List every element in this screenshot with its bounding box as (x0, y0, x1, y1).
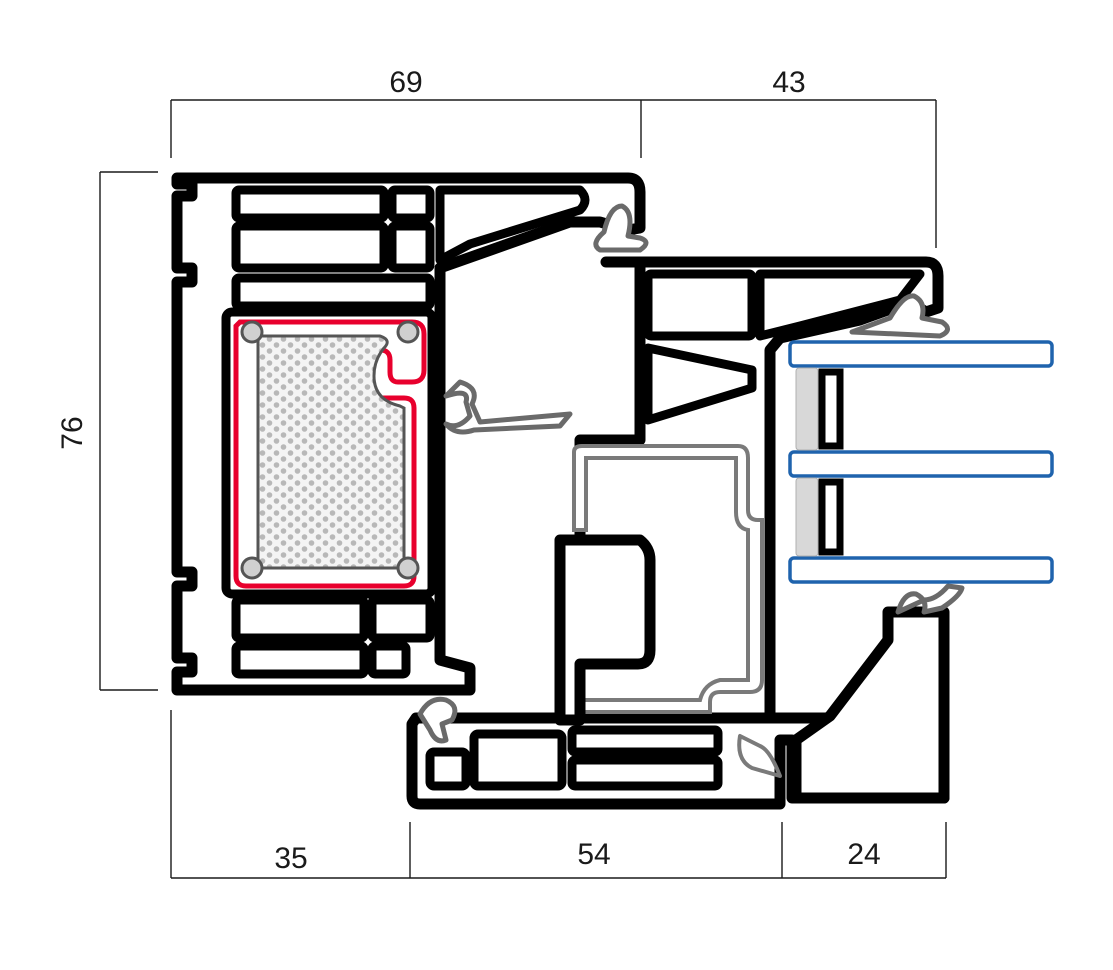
glass-pane-2 (788, 450, 1054, 478)
gaskets (417, 203, 965, 778)
triple-glazing (788, 340, 1054, 584)
dimension-label-69: 69 (389, 66, 422, 99)
dimension-left-height: 76 (56, 171, 158, 691)
dimension-label-54: 54 (577, 838, 610, 871)
dimension-label-24: 24 (847, 838, 880, 871)
insulation-foam (256, 334, 406, 570)
steel-reinforcement (233, 319, 427, 589)
glass-pane-1 (788, 340, 1054, 368)
dimension-label-35: 35 (274, 842, 307, 875)
dimension-bottom: 35 54 24 (170, 710, 947, 879)
dimension-label-43: 43 (772, 66, 805, 99)
sash-profile (574, 256, 944, 748)
dimension-top-left: 69 (170, 66, 642, 158)
dimension-label-76: 76 (56, 416, 89, 449)
glazing-bead (790, 606, 950, 804)
glass-pane-3 (788, 556, 1054, 584)
dimension-top-right: 43 (641, 66, 937, 248)
sash-reinforcement (554, 444, 764, 726)
